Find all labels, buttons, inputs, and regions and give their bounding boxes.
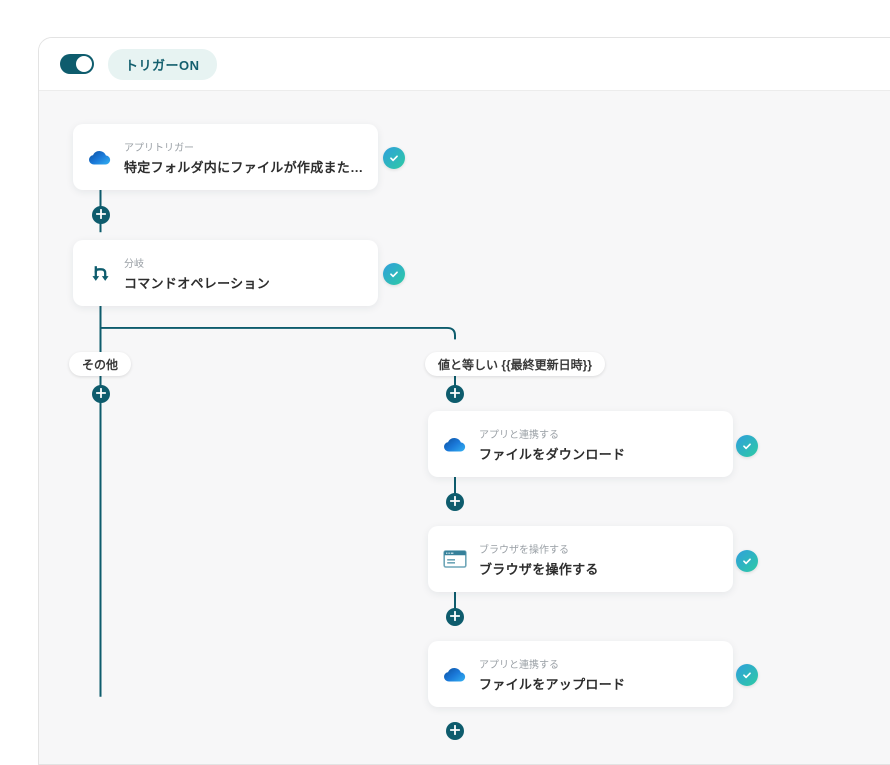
add-step-button[interactable] — [446, 608, 464, 626]
workflow-panel: トリガーON その他 値と等しい {{最終更新日時}} — [38, 37, 890, 765]
plus-icon — [449, 385, 461, 403]
node-title: 特定フォルダ内にファイルが作成また… — [124, 159, 364, 175]
node-browser-operation[interactable]: ブラウザを操作する ブラウザを操作する — [428, 526, 733, 592]
add-step-button[interactable] — [92, 385, 110, 403]
plus-icon — [95, 385, 107, 403]
trigger-toggle[interactable] — [60, 54, 94, 74]
node-app-trigger[interactable]: アプリトリガー 特定フォルダ内にファイルが作成また… — [73, 124, 378, 190]
trigger-header: トリガーON — [39, 38, 890, 91]
success-check-badge — [383, 147, 405, 169]
branch-label-else[interactable]: その他 — [69, 352, 132, 376]
branch-icon — [86, 262, 114, 285]
node-title: ブラウザを操作する — [479, 561, 599, 577]
plus-icon — [449, 722, 461, 740]
node-title: ファイルをアップロード — [479, 676, 626, 692]
plus-icon — [449, 493, 461, 511]
node-branch[interactable]: 分岐 コマンドオペレーション — [73, 240, 378, 306]
onedrive-icon — [441, 665, 469, 684]
add-step-button[interactable] — [446, 385, 464, 403]
success-check-badge — [383, 263, 405, 285]
browser-icon — [441, 549, 469, 569]
node-title: コマンドオペレーション — [124, 275, 271, 291]
success-check-badge — [736, 550, 758, 572]
node-category: アプリトリガー — [124, 142, 194, 154]
branch-label-condition[interactable]: 値と等しい {{最終更新日時}} — [425, 352, 606, 376]
onedrive-icon — [441, 435, 469, 454]
node-category: 分岐 — [124, 258, 144, 270]
node-category: アプリと連携する — [479, 429, 559, 441]
flow-canvas[interactable]: その他 値と等しい {{最終更新日時}} アプリトリガー 特定 — [39, 91, 890, 764]
plus-icon — [95, 206, 107, 224]
node-file-download[interactable]: アプリと連携する ファイルをダウンロード — [428, 411, 733, 477]
toggle-knob — [76, 56, 92, 72]
add-step-button[interactable] — [446, 493, 464, 511]
trigger-status-badge: トリガーON — [108, 48, 217, 80]
onedrive-icon — [86, 148, 114, 167]
node-category: アプリと連携する — [479, 659, 559, 671]
success-check-badge — [736, 664, 758, 686]
node-title: ファイルをダウンロード — [479, 446, 626, 462]
add-step-button[interactable] — [92, 206, 110, 224]
node-file-upload[interactable]: アプリと連携する ファイルをアップロード — [428, 641, 733, 707]
plus-icon — [449, 608, 461, 626]
success-check-badge — [736, 435, 758, 457]
node-category: ブラウザを操作する — [479, 544, 569, 556]
add-step-button[interactable] — [446, 722, 464, 740]
